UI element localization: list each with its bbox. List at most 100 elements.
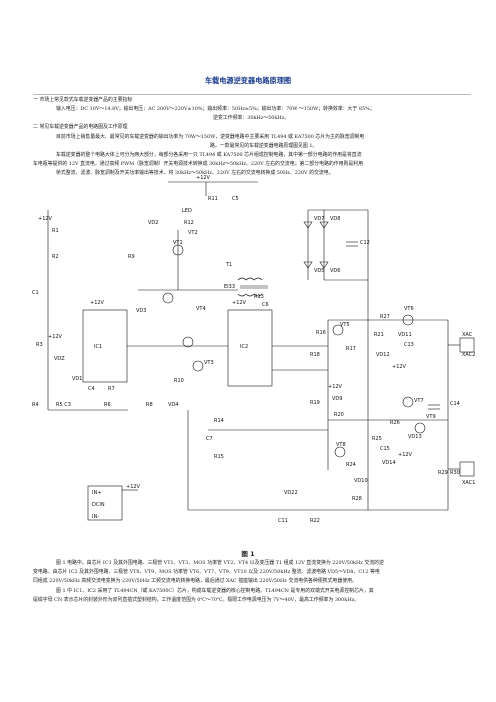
label-r7: R7 — [108, 386, 115, 392]
label-r19: R19 — [310, 400, 320, 406]
label-r22: R22 — [310, 518, 320, 524]
section1-heading: 一 市场上常见款式车载逆变器产品的主要指标 — [33, 97, 133, 103]
label-vd14: VD14 — [382, 460, 396, 466]
label-v12-r1: +12V — [38, 216, 53, 222]
label-vdz: VDZ — [54, 356, 65, 362]
label-vt6: VT6 — [404, 306, 414, 312]
label-r28: R28 — [352, 496, 362, 502]
label-c1: C1 — [32, 290, 39, 296]
label-v12-vd14: +12V — [398, 452, 413, 458]
label-r27: R27 — [380, 314, 390, 320]
label-v12-dcin: +12V — [126, 484, 141, 490]
label-vd1: VD1 — [72, 376, 82, 382]
section1-line1: 输入电压：DC 10V～14.8V；输出电压：AC 200V～220V±10%；… — [56, 106, 375, 112]
label-vd5: VD5 — [314, 268, 324, 274]
label-dcin: DCIN — [92, 502, 105, 508]
label-c6: C6 — [262, 302, 269, 308]
body-para4-line2: 尾缀字母 CN 表示芯片的封装外形为双列直插式塑封结构，工作温度范围为 0℃～7… — [33, 597, 359, 603]
label-vd10: VD10 — [354, 478, 368, 484]
label-v12-top: +12V — [196, 175, 211, 181]
label-r8: R8 — [146, 402, 153, 408]
label-vt1: VT1 — [173, 240, 183, 246]
label-c5: C5 — [232, 196, 239, 202]
label-r20: R20 — [334, 412, 344, 418]
label-led: LED — [182, 208, 192, 214]
label-vt9: VT9 — [426, 414, 436, 420]
label-r30: R30 — [450, 470, 460, 476]
label-vd12: VD12 — [376, 352, 390, 358]
label-v12-vt8: +12V — [328, 384, 343, 390]
label-r25: R25 — [372, 436, 382, 442]
label-r21: R21 — [374, 332, 384, 338]
label-in-plus: IN+ — [92, 490, 101, 496]
figure-caption: 图 1 — [241, 550, 255, 558]
section2-para1-line2: 路。一款最常见的车载逆变器电路原理图见图 1。 — [210, 143, 318, 149]
label-vd22: VD22 — [284, 490, 298, 496]
body-para3-line2: 变电路。由芯片 IC2 及其外围电路、三极管 VT8、VT9、MOS 功率管 V… — [33, 569, 380, 575]
title-divider — [33, 94, 471, 95]
label-vt4: VT4 — [196, 306, 206, 312]
label-v12-left: +12V — [90, 300, 105, 306]
label-r29: R29 — [438, 470, 448, 476]
section2-para2-line2: 车电瓶等提供的 12V 直流电，通过高频 PWM（脉宽调制）开关电源技术转换成 … — [33, 161, 364, 167]
label-c7: C7 — [206, 436, 213, 442]
label-xac1: XAC1 — [462, 480, 475, 486]
section2-para2-line1: 车载逆变器的整个电路大体上可分为两大部分，每部分各采用一只 TL494 或 KA… — [56, 152, 362, 158]
label-vd2: VD2 — [148, 220, 158, 226]
label-r26: R26 — [390, 420, 400, 426]
label-r9: R9 — [128, 254, 135, 260]
label-vd11: VD11 — [398, 332, 412, 338]
label-vr: R2 — [52, 254, 59, 260]
label-c11: C11 — [278, 518, 288, 524]
label-c13: C13 — [404, 342, 414, 348]
label-r4: R4 — [32, 402, 39, 408]
label-c12: C12 — [360, 240, 370, 246]
label-vd4: VD4 — [168, 402, 178, 408]
section1-line2: 逆变工作频率：30kHz～50kHz。 — [213, 115, 290, 121]
label-c4: C4 — [88, 386, 95, 392]
label-r10: R10 — [174, 378, 184, 384]
label-xac: XAC — [462, 332, 473, 338]
label-r16: R16 — [316, 330, 326, 336]
label-vd9: VD9 — [332, 396, 342, 402]
section2-heading: 二 常见车载逆变器产品的电路图及工作原理 — [33, 124, 128, 130]
label-in-minus: IN- — [92, 514, 99, 520]
body-para4-line1: 图 1 中 IC1、IC2 采用了 TL494CN（或 KA7500C）芯片，构… — [56, 588, 374, 594]
label-vt8: VT8 — [336, 442, 346, 448]
label-c14: C14 — [450, 401, 460, 407]
circuit-schematic: +12V R11 C5 LED R12 VD2 VT2 VT1 R9 T1 EI… — [32, 175, 475, 524]
label-ic2: IC2 — [240, 344, 248, 350]
body-para3-line1: 图 1 电路中，由芯片 IC1 及其外围电路、三极管 VT1、VT3、MOS 功… — [56, 560, 384, 566]
label-xac2: XAC2 — [462, 352, 475, 358]
label-r5: R5 C3 — [56, 402, 71, 408]
label-r13: R13 — [254, 294, 264, 300]
label-r11: R11 — [208, 196, 218, 202]
label-ic1: IC1 — [94, 344, 102, 350]
label-v12-ic2: +12V — [232, 300, 247, 306]
label-r1: R1 — [52, 228, 59, 234]
label-vd7: VD7 — [314, 216, 324, 222]
label-vd3: VD3 — [136, 308, 146, 314]
label-v12-mid: +12V — [48, 334, 63, 340]
label-t1: T1 — [225, 262, 232, 268]
label-ei33: EI33 — [224, 284, 235, 290]
label-r3: R3 — [36, 342, 43, 348]
body-para3-line3: 同组成 220V/50kHz 高频交流电变换为 220V/50Hz 工频交流电的… — [33, 578, 357, 584]
label-vt7: VT7 — [414, 398, 424, 404]
label-r12: R12 — [184, 220, 194, 226]
label-r17: R17 — [346, 346, 356, 352]
label-vd6: VD6 — [330, 268, 340, 274]
label-v12-vd12: +12V — [392, 364, 407, 370]
label-r6: R6 — [104, 402, 111, 408]
section2-para2-line3: 桥式整流、滤波、脉宽调制及开关功率输出等技术，将 30kHz～50kHz、220… — [56, 170, 334, 176]
label-r18: R18 — [310, 352, 320, 358]
label-vd13: VD13 — [408, 434, 422, 440]
label-r24: R24 — [346, 462, 356, 468]
schematic-labels: +12V R11 C5 LED R12 VD2 VT2 VT1 R9 T1 EI… — [32, 175, 475, 524]
label-r14: R14 — [214, 418, 224, 424]
label-r15: R15 — [214, 454, 224, 460]
label-vt3: VT3 — [204, 360, 214, 366]
label-vt2: VT2 — [188, 230, 198, 236]
page-title: 车载电源逆变器电路原理图 — [204, 76, 292, 85]
label-c15: C15 — [380, 446, 390, 452]
